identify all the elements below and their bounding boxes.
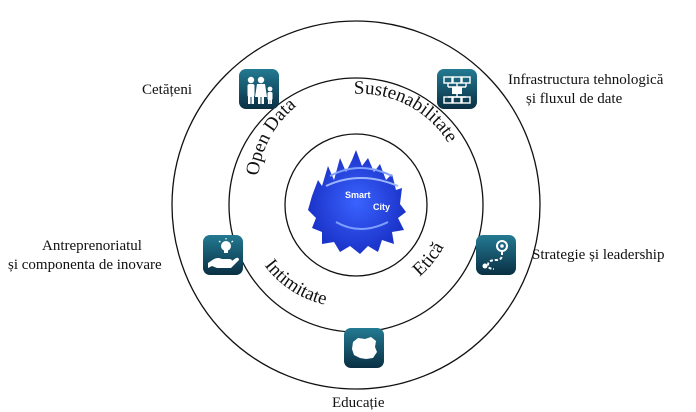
label-strategy: Strategie și leadership [532,247,664,263]
inner-ring [284,133,428,277]
idea-hand-icon [203,235,243,275]
logo-text-city: City [373,202,390,212]
label-entrepreneurship-line2: și componenta de inovare [8,257,162,273]
smart-city-logo: Smart City [308,150,406,254]
map-icon [344,328,384,368]
label-education: Educație [332,395,385,411]
label-entrepreneurship-line1: Antreprenoriatul [42,238,142,254]
label-citizens: Cetățeni [142,82,192,98]
label-infrastructure-line1: Infrastructura tehnologică [508,72,664,88]
label-infrastructure-line2: și fluxul de date [526,91,623,107]
ring-label-privacy: Intimitate [260,255,329,309]
family-icon [239,69,279,109]
logo-text-smart: Smart [345,190,371,200]
outer-ring [171,20,541,390]
roadmap-icon [476,235,516,275]
network-icon [437,69,477,109]
